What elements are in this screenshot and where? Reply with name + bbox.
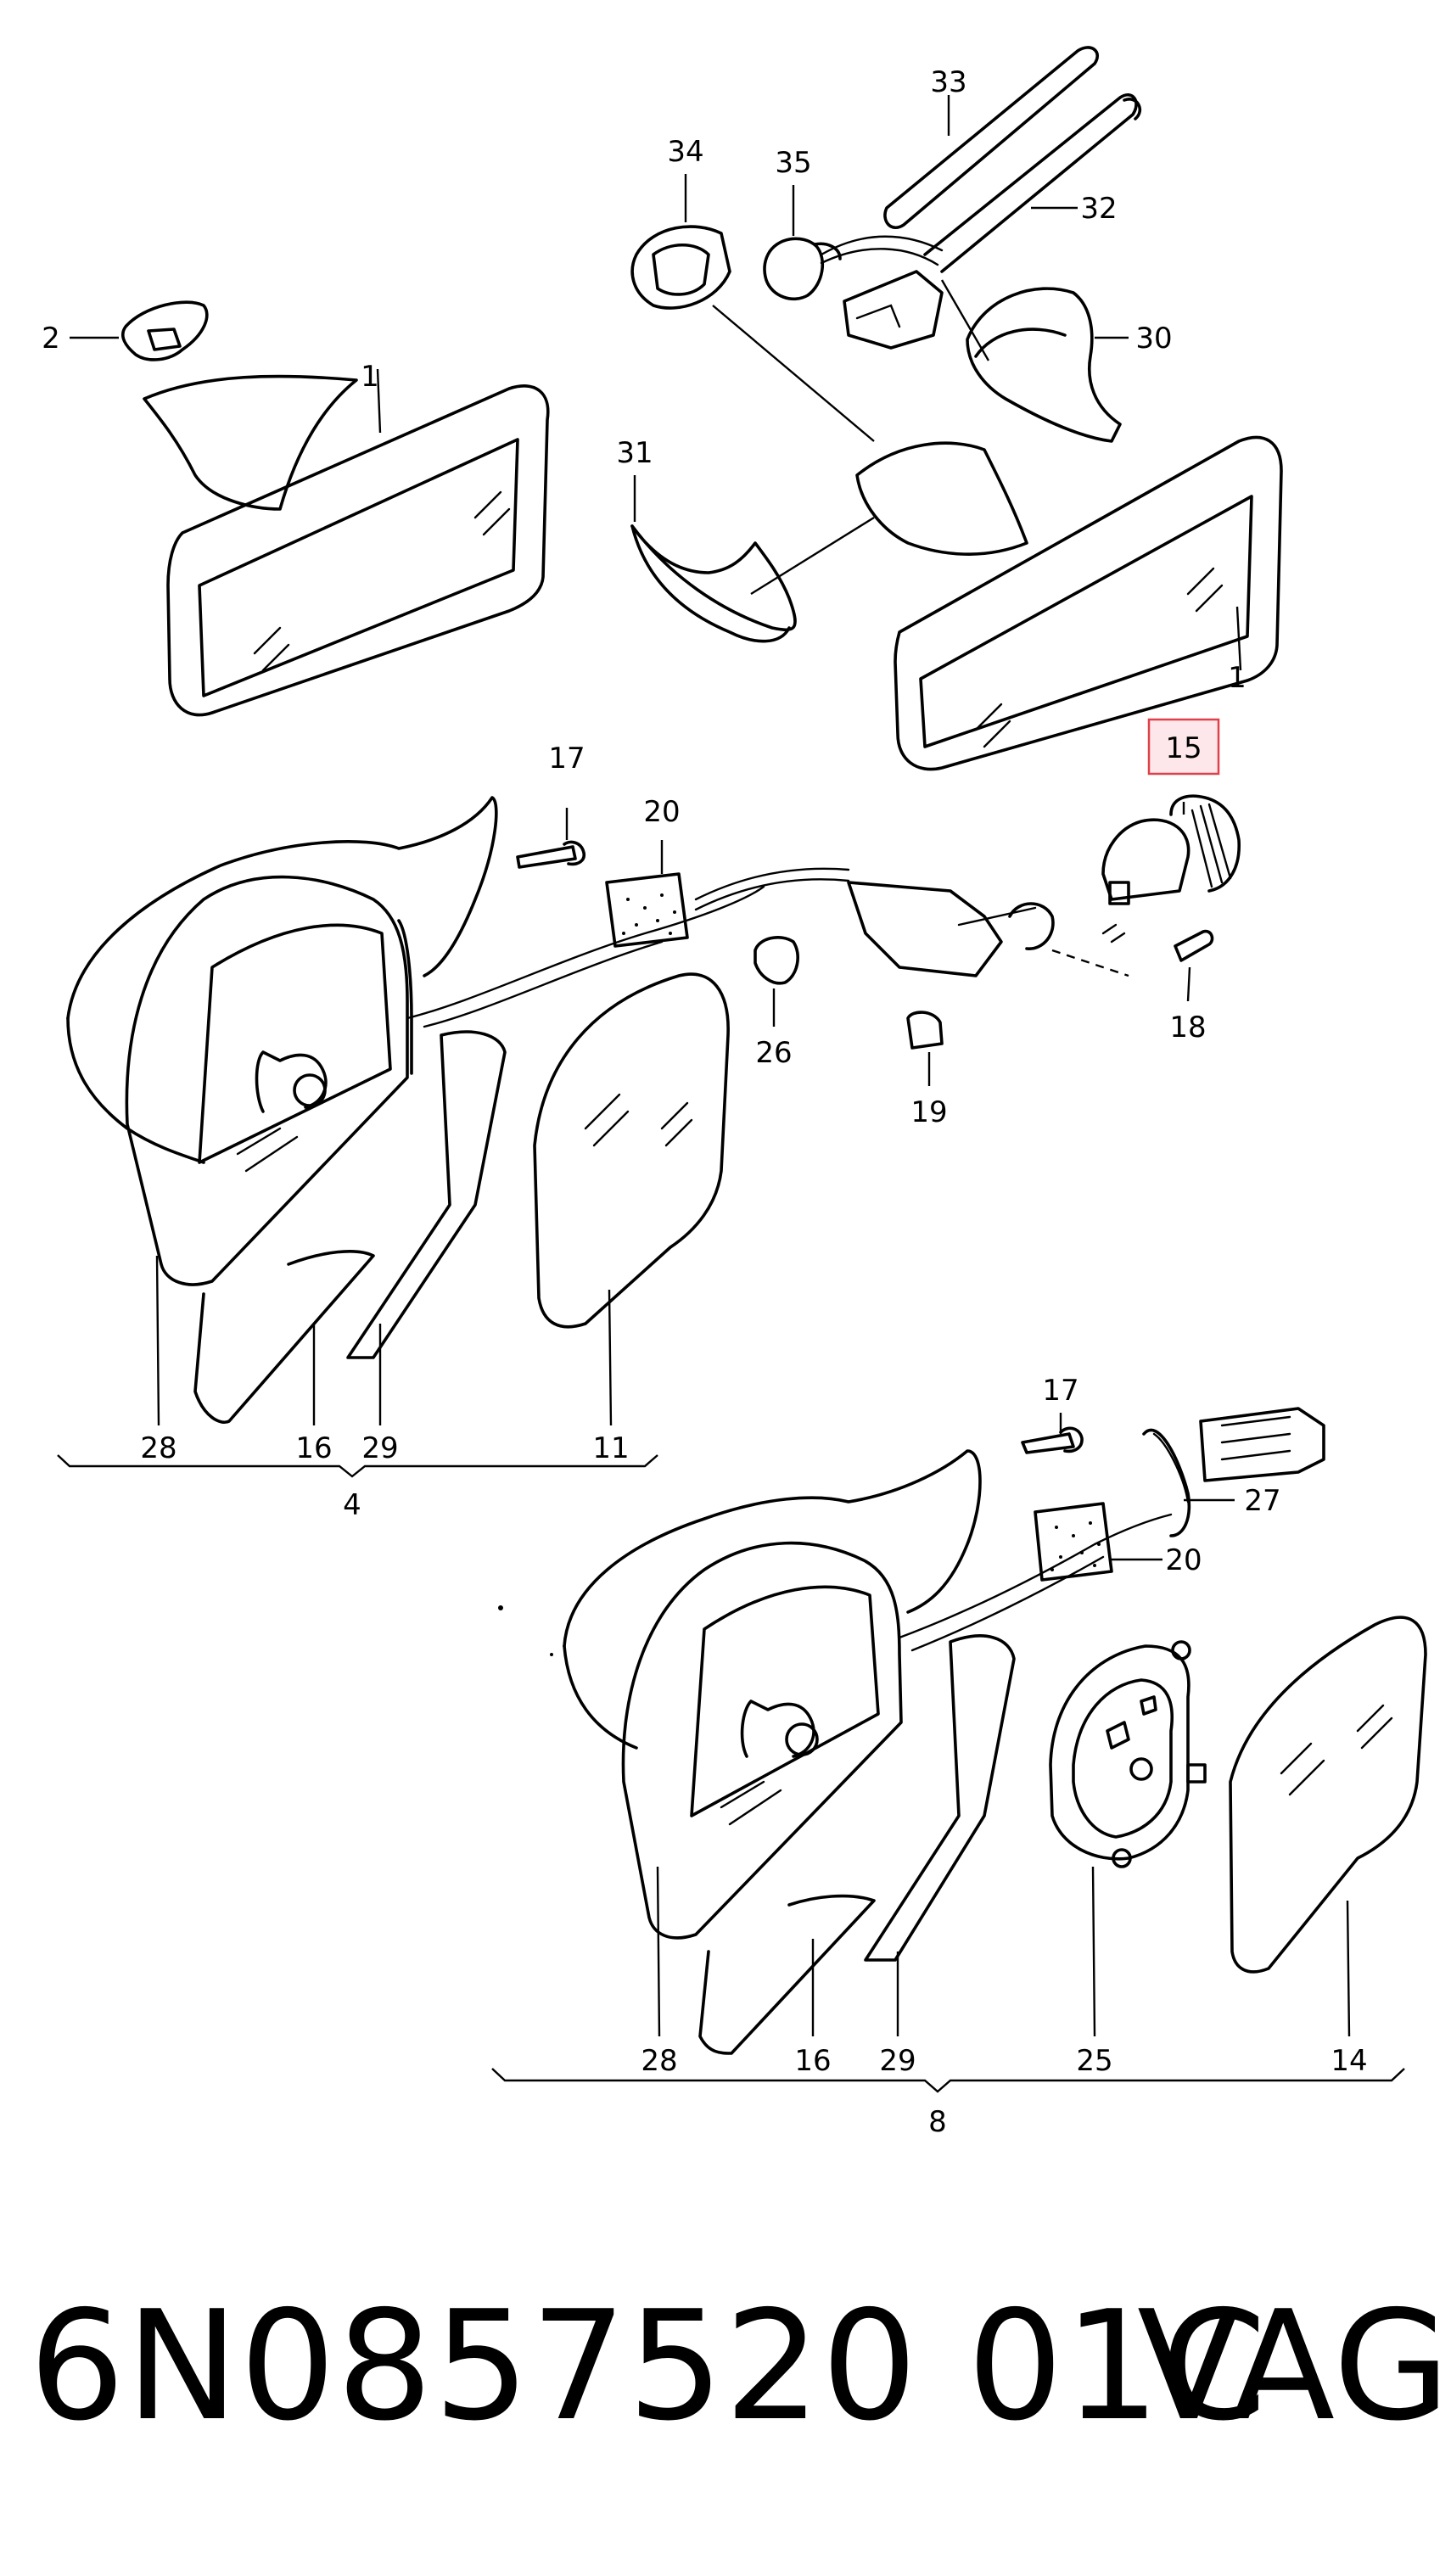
callout-8: 8 (928, 2105, 947, 2139)
callout-16-bottom: 16 (794, 2044, 831, 2078)
leaders-middle (57, 802, 1191, 1478)
callout-2: 2 (42, 322, 60, 356)
callout-32: 32 (1080, 192, 1117, 226)
callout-labels: 1 2 1 30 31 32 33 34 35 15 17 20 18 19 2… (42, 65, 1367, 2139)
callout-28-bottom: 28 (641, 2044, 677, 2078)
callout-1-left: 1 (361, 360, 379, 394)
callout-15-highlight (1147, 718, 1220, 776)
exterior-mirror-4 (66, 794, 1241, 1424)
callout-25: 25 (1076, 2044, 1112, 2078)
callout-26: 26 (755, 1036, 792, 1070)
part-31-cover (630, 524, 797, 643)
leaders-top (70, 95, 1242, 671)
callout-14: 14 (1331, 2044, 1367, 2078)
callout-29-top: 29 (361, 1431, 398, 1465)
part-number: 6N0857520 01C (29, 2278, 1268, 2454)
foam-texture-2 (1050, 1521, 1101, 1571)
leaders-bottom (491, 1413, 1405, 2093)
callout-29-bottom: 29 (879, 2044, 916, 2078)
callout-31: 31 (616, 436, 653, 470)
callout-27: 27 (1244, 1484, 1280, 1518)
callout-4: 4 (343, 1488, 361, 1522)
callout-18: 18 (1169, 1011, 1206, 1044)
exterior-mirror-8 (563, 1407, 1427, 2055)
foam-texture (622, 893, 676, 935)
callout-17-bottom: 17 (1042, 1374, 1078, 1408)
interior-mirror-left (143, 374, 550, 717)
callout-15: 15 (1165, 731, 1202, 765)
callout-11: 11 (592, 1431, 629, 1465)
part-35-sensor (763, 235, 944, 350)
callout-1-right: 1 (1228, 661, 1247, 695)
callout-19: 19 (910, 1095, 947, 1129)
callout-16-top: 16 (295, 1431, 332, 1465)
callout-20-top: 20 (643, 795, 680, 829)
brand-label: VAG (1137, 2278, 1451, 2454)
callout-20-bottom: 20 (1165, 1543, 1202, 1577)
callout-17-top: 17 (548, 742, 585, 776)
callout-34: 34 (667, 135, 703, 169)
interior-mirror-right (855, 435, 1283, 771)
parts-32-33-strips (883, 46, 1141, 273)
callout-35: 35 (775, 146, 811, 180)
callout-28-top: 28 (140, 1431, 176, 1465)
callout-30: 30 (1135, 322, 1172, 356)
part-2-clip (121, 300, 209, 361)
part-34-housing (630, 225, 731, 310)
callout-33: 33 (930, 65, 966, 99)
part-30-mount (966, 287, 1122, 443)
